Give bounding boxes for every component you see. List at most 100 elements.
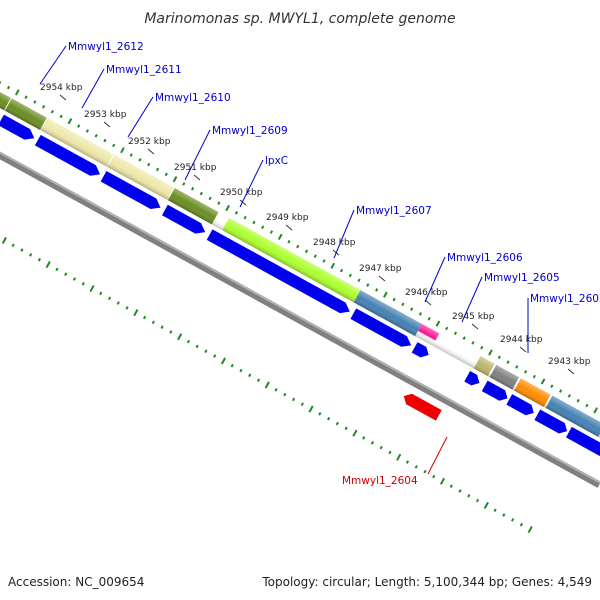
gene-label-leader [39,45,67,85]
scale-tick-label: 2946 kbp [405,288,448,298]
cds-arrow[interactable] [161,204,208,238]
gc-dot [24,95,28,99]
gene-label[interactable]: Mmwyl1_2610 [155,92,231,104]
cds-arrow[interactable] [411,342,432,360]
gc-dot [585,403,589,408]
gc-dot [357,278,361,283]
gc-dot [396,453,402,461]
backbone-line [0,117,600,488]
gc-dot [208,196,212,201]
gene-label[interactable]: Mmwyl1_2603 [530,293,600,305]
gc-dot [172,175,178,183]
gc-dot [511,518,515,522]
scale-tick-label: 2949 kbp [266,213,309,223]
gene-label[interactable]: Mmwyl1_2604 [342,475,418,487]
gc-dot [164,172,168,177]
cds-arrow[interactable] [464,370,482,388]
gc-dot [559,389,563,393]
cds-arrow[interactable] [506,394,536,418]
gc-dot [348,273,352,278]
gc-dot [177,333,183,341]
gc-dot [322,259,326,263]
gc-dot [256,378,261,382]
cds-arrow[interactable] [100,171,164,213]
topology-text: Topology: circular; Length: 5,100,344 bp… [261,575,592,589]
gc-dot [453,331,458,336]
gene-label[interactable]: Mmwyl1_2607 [356,205,432,217]
gene-label[interactable]: Mmwyl1_2609 [212,125,288,137]
gene-label-leader [424,256,446,303]
cds-arrow[interactable] [350,308,414,350]
gc-dot [41,105,46,109]
scale-tick-label: 2952 kbp [128,137,171,147]
gene-label-leader [333,209,355,259]
gene-label[interactable]: Mmwyl1_2611 [106,64,182,76]
gene-label-leader [461,276,483,323]
cds-arrow[interactable] [565,426,600,463]
gc-dot [81,282,85,286]
gc-dot [204,349,208,354]
gc-dot [195,344,199,349]
gc-dot [243,215,247,220]
gc-dot [327,416,331,421]
gc-dot [506,360,510,364]
gc-dot [593,407,598,414]
gc-dot [308,405,314,413]
gc-dot [523,369,528,374]
scale-tick-mark [471,323,479,330]
gc-dot [269,230,274,234]
gc-dot [94,133,98,138]
scale-tick-label: 2945 kbp [452,312,495,322]
cds-arrow-reverse[interactable] [401,391,442,421]
map-title: Marinomonas sp. MWYL1, complete genome [144,11,455,27]
gene-label[interactable]: Mmwyl1_2605 [484,272,560,284]
scale-tick-label: 2953 kbp [84,110,127,120]
gc-dot [151,320,155,325]
gc-dot [405,460,410,464]
cds-arrow[interactable] [34,134,103,180]
gc-dot [287,239,291,244]
gene-track-shading [0,69,600,449]
gc-dot [493,508,497,513]
backbone-highlight [0,115,600,484]
gc-dot [217,201,221,205]
gc-dot [37,257,42,262]
cds-arrow[interactable] [206,229,353,317]
gc-dot [418,312,423,316]
scale-tick-mark [103,121,111,128]
gene-label[interactable]: Mmwyl1_2606 [447,252,523,264]
cds-arrow[interactable] [534,409,570,437]
gene-label[interactable]: Mmwyl1_2612 [68,41,144,53]
gc-dot [199,191,203,196]
scale-tick-label: 2947 kbp [359,264,402,274]
gene-label-leader [427,436,448,475]
gc-dot [467,493,471,498]
gc-dot [330,262,336,269]
gc-dot [225,204,230,212]
gc-dot [45,260,51,269]
gc-dot [261,225,265,230]
cds-arrow[interactable] [481,380,511,404]
scale-tick-label: 2951 kbp [174,163,217,173]
scale-tick-mark [567,368,575,375]
gc-dot [483,501,489,509]
gc-dot [300,402,304,407]
gc-dot [304,249,309,254]
scale-tick-label: 2948 kbp [313,238,356,248]
gc-dot [471,341,475,345]
gc-dot [160,325,164,329]
gc-dot [239,368,243,373]
gc-dot [458,489,462,493]
gc-dot [339,268,344,273]
gene-feature-track [0,69,600,449]
gc-content-track-inner [1,236,533,534]
gc-dot [344,426,348,431]
gc-dot [1,236,7,245]
gene-label-leader [239,159,264,208]
gene-label[interactable]: lpxC [265,155,288,167]
gc-dot [64,272,68,276]
scale-tick-mark [285,224,293,231]
gc-dot [502,513,506,517]
cds-arrow[interactable] [0,114,37,144]
